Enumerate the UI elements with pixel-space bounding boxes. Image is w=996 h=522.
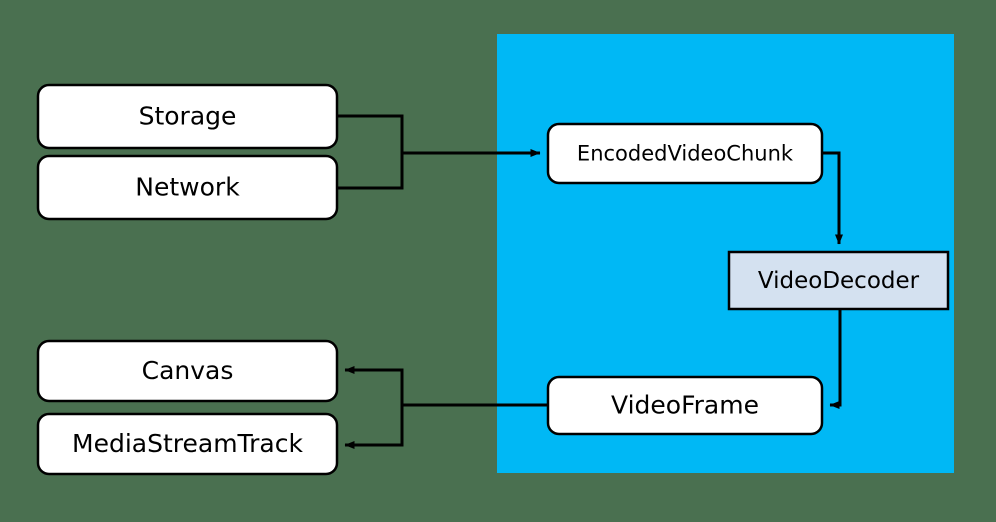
- node-box-canvas: [36, 339, 339, 403]
- node-box-encodedvideochunk: [546, 122, 824, 185]
- edge-decoder-to-frame: [829, 309, 842, 409]
- edge-storage-to-chunk: [337, 114, 541, 157]
- edge-frame-to-canvas: [344, 366, 548, 407]
- node-encodedvideochunk[interactable]: EncodedVideoChunk: [546, 122, 824, 185]
- node-label-network: Network: [135, 173, 240, 202]
- node-videoframe[interactable]: VideoFrame: [546, 375, 824, 436]
- node-label-storage: Storage: [139, 102, 237, 131]
- node-label-mediastreamtrack: MediaStreamTrack: [72, 429, 303, 458]
- edge-chunk-to-decoder: [822, 151, 843, 245]
- node-network[interactable]: Network: [36, 154, 339, 221]
- edge-frame-to-mediastreamtrack: [344, 405, 404, 449]
- edge-network-to-chunk: [337, 153, 404, 190]
- node-box-storage: [36, 83, 339, 150]
- node-mediastreamtrack[interactable]: MediaStreamTrack: [36, 412, 339, 476]
- node-label-videodecoder: VideoDecoder: [758, 268, 920, 294]
- node-box-videodecoder: [727, 250, 950, 311]
- node-box-videoframe: [546, 375, 824, 436]
- node-label-canvas: Canvas: [142, 356, 234, 385]
- node-label-videoframe: VideoFrame: [611, 391, 759, 420]
- node-label-encodedvideochunk: EncodedVideoChunk: [577, 142, 794, 166]
- edge-layer: [337, 114, 843, 449]
- node-storage[interactable]: Storage: [36, 83, 339, 150]
- node-canvas[interactable]: Canvas: [36, 339, 339, 403]
- node-box-mediastreamtrack: [36, 412, 339, 476]
- node-box-network: [36, 154, 339, 221]
- node-videodecoder[interactable]: VideoDecoder: [727, 250, 950, 311]
